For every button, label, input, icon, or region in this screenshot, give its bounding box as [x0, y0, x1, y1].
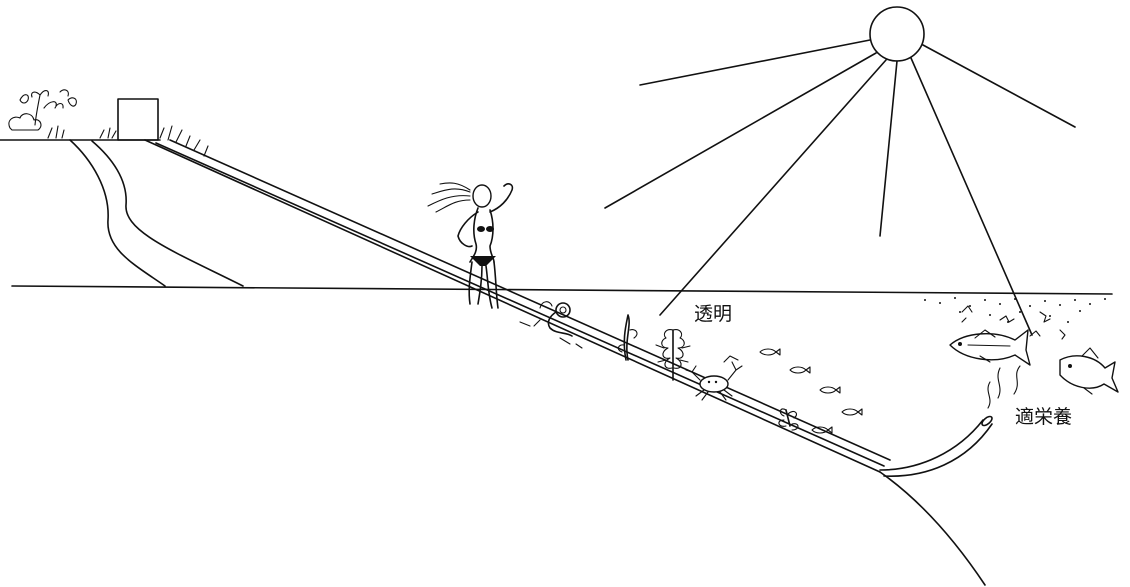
- nutrient-flow-lines: [987, 365, 1021, 409]
- pipe-icon: [879, 415, 993, 477]
- label-transparent: 透明: [694, 303, 732, 325]
- snail-icon: [519, 301, 583, 349]
- water-surface: [11, 285, 1113, 295]
- fish-icon: [949, 329, 1031, 366]
- label-nutrient: 適栄養: [1015, 406, 1072, 428]
- crab-icon: [685, 355, 743, 401]
- grass-icon: [159, 125, 209, 157]
- plant-icon: [778, 408, 799, 431]
- nutrient-dots: [924, 297, 1106, 340]
- bush-icon: [8, 89, 117, 139]
- small-fish-icon: [759, 348, 863, 434]
- left-bank: [0, 139, 244, 287]
- fish-icon-2: [1059, 347, 1119, 395]
- slope-revetment: [144, 139, 986, 586]
- seaweed-icon: [617, 314, 638, 361]
- coral-plant-icon: [655, 329, 691, 381]
- sun-icon: [604, 6, 1076, 336]
- building-icon: [117, 98, 159, 141]
- woman-icon: [427, 182, 514, 309]
